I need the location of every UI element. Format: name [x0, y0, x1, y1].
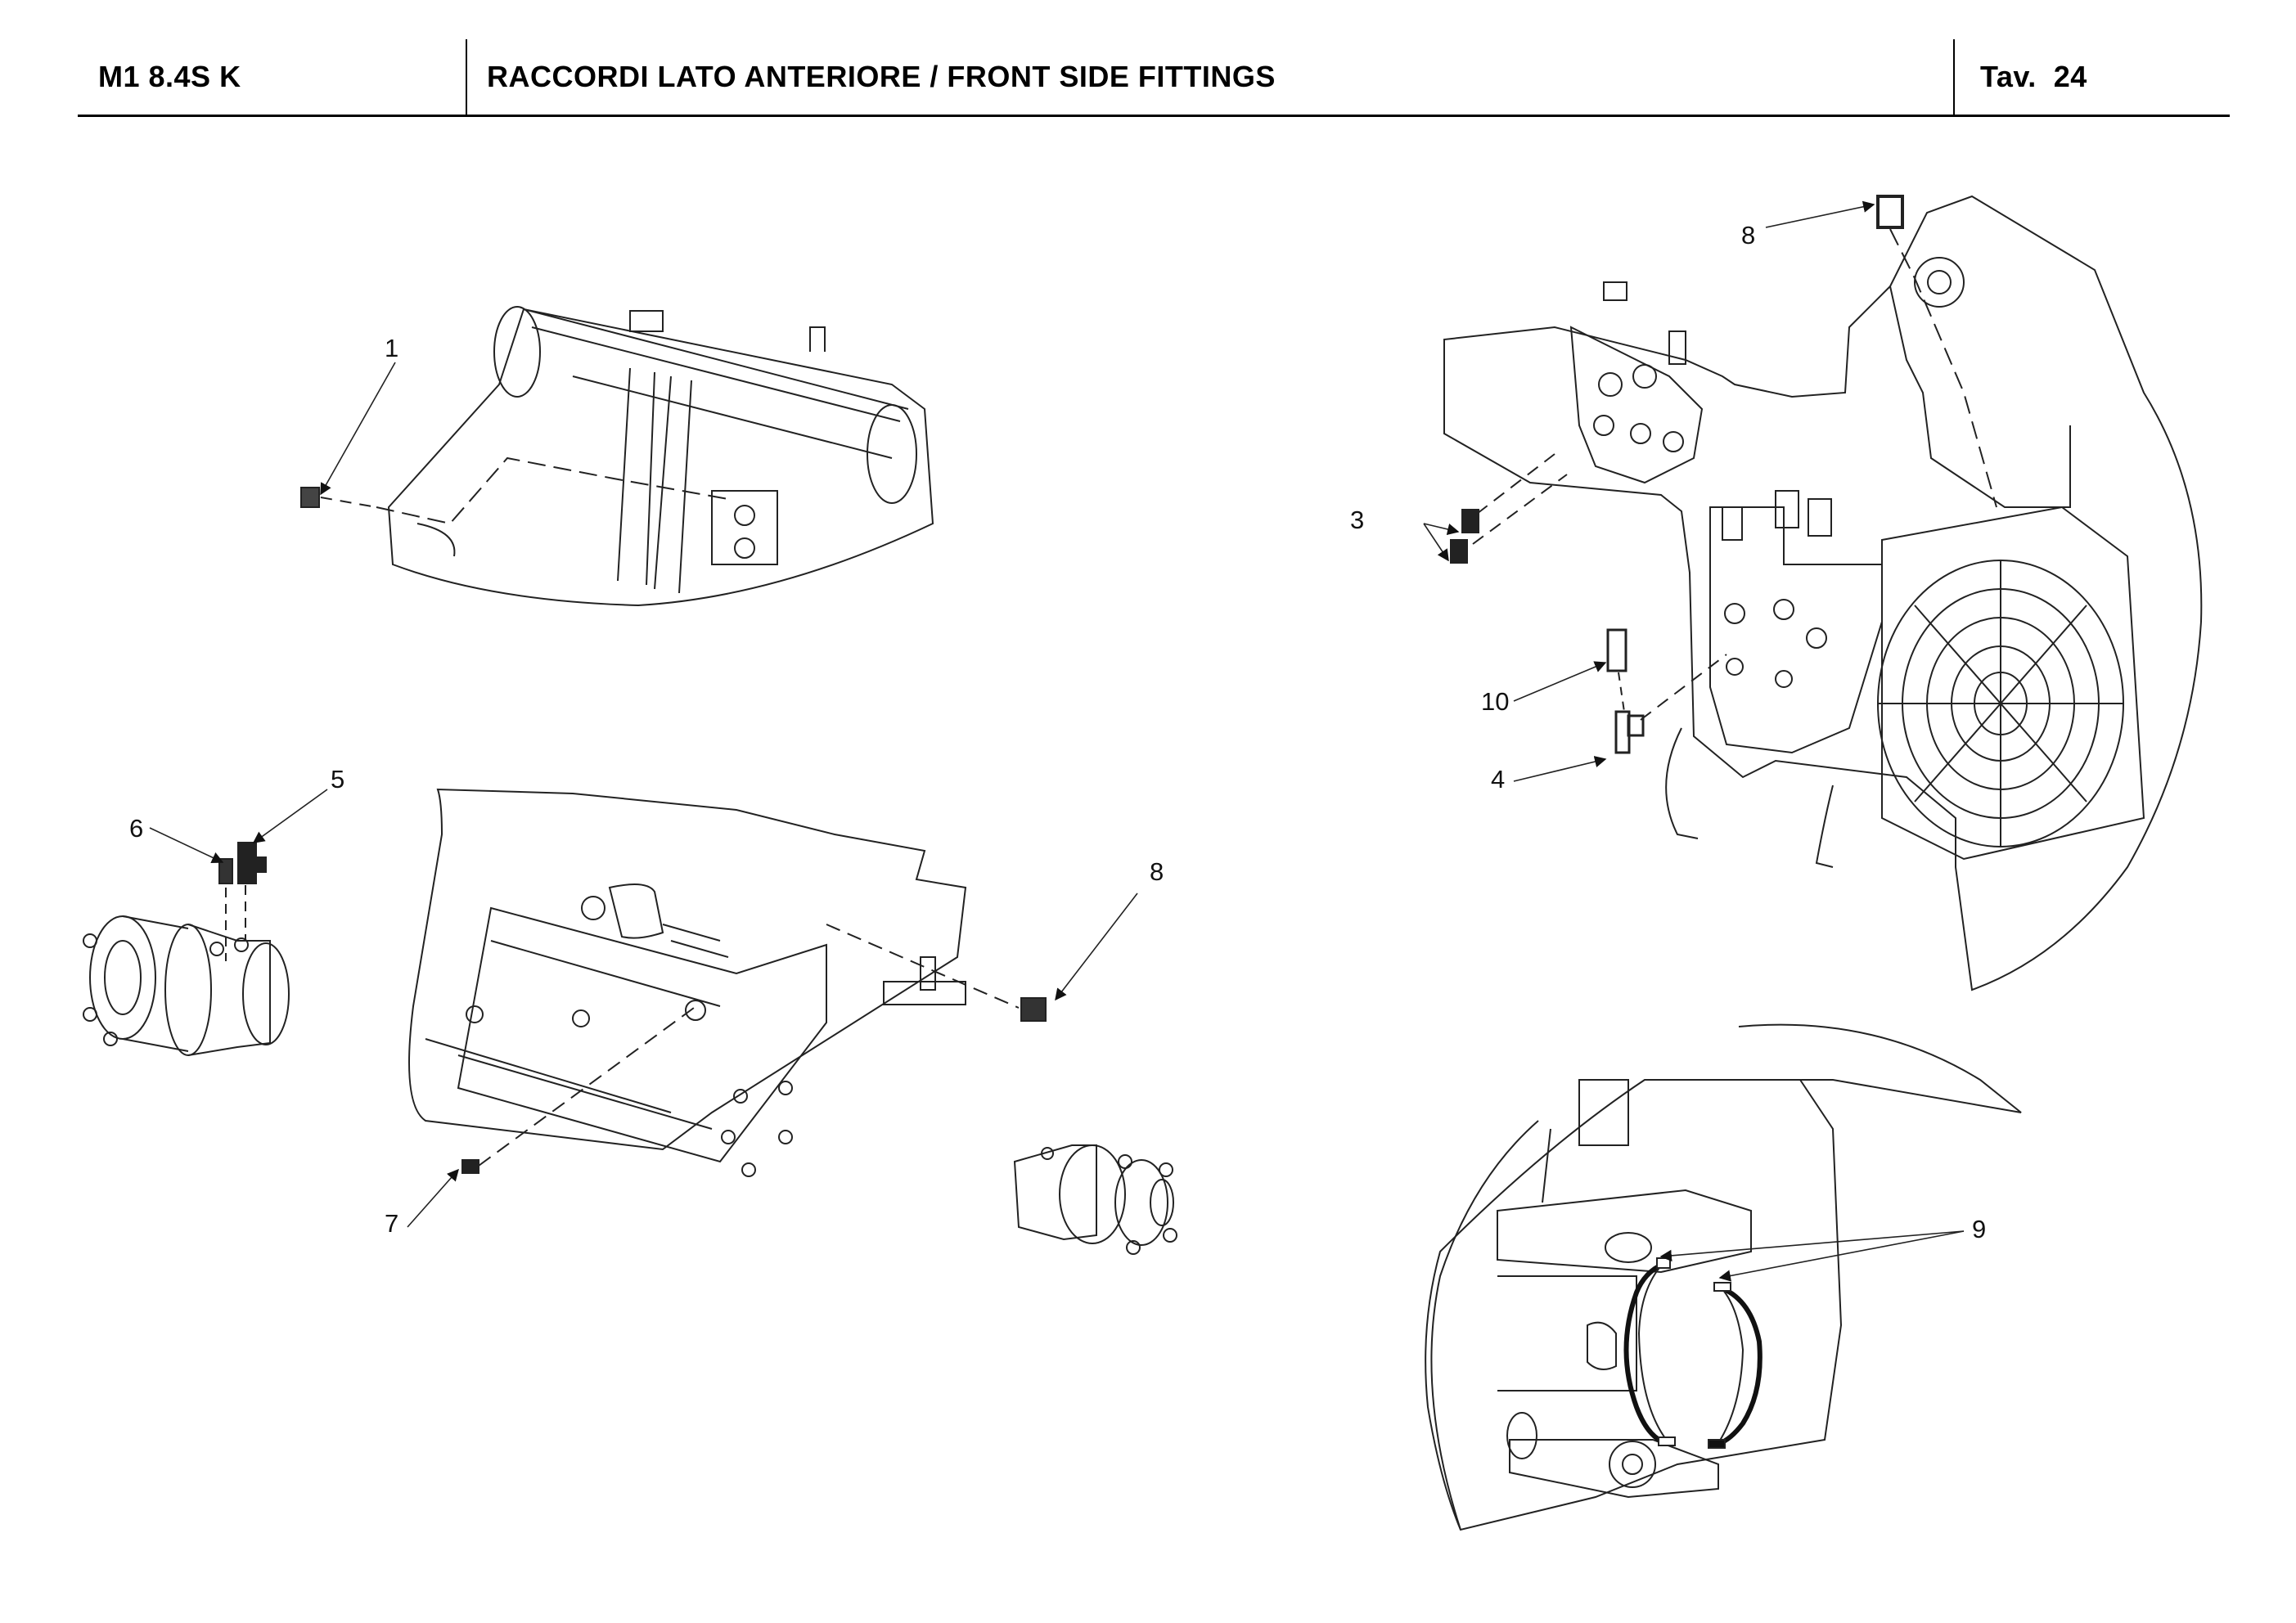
wheel-motor-view: [1013, 1144, 1177, 1255]
header-divider: [1953, 39, 1955, 115]
leader-3b: [1423, 523, 1449, 562]
hose-clamps-part-9: [1623, 1257, 1763, 1449]
fitting-parts-5-6: [218, 842, 267, 961]
callout-3: 3: [1350, 506, 1365, 534]
callout-5: 5: [331, 765, 345, 794]
callout-1: 1: [385, 334, 399, 362]
valve-block-fan-view: [1443, 195, 2203, 991]
articulation-joint-view: [1425, 1023, 2022, 1531]
header-divider: [466, 39, 467, 115]
leader-9a: [1659, 1230, 1965, 1262]
table-label: Tav.: [1980, 60, 2037, 93]
callout-8-valve: 8: [1741, 221, 1756, 250]
leader-7: [407, 1168, 459, 1228]
fitting-part-1: [300, 456, 729, 525]
callout-10: 10: [1481, 687, 1510, 716]
leader-1: [320, 362, 396, 496]
callout-9: 9: [1972, 1215, 1987, 1243]
callout-8-chassis: 8: [1150, 857, 1164, 886]
leader-8b: [1765, 200, 1875, 228]
wheel-motor-detail-view: [83, 915, 290, 1056]
table-number-value: 24: [2053, 60, 2087, 93]
page-title: RACCORDI LATO ANTERIORE / FRONT SIDE FIT…: [487, 60, 1276, 93]
leader-9b: [1718, 1230, 1965, 1282]
page-header: M1 8.4S K RACCORDI LATO ANTERIORE / FRON…: [78, 39, 2230, 117]
front-axle-frame-view: [387, 306, 934, 607]
callout-7: 7: [385, 1209, 399, 1238]
model-code: M1 8.4S K: [98, 60, 241, 93]
leader-5: [252, 789, 328, 843]
leader-6: [149, 827, 224, 863]
leader-4: [1513, 756, 1607, 782]
leader-3a: [1423, 523, 1460, 536]
table-number: Tav. 24: [1980, 39, 2087, 115]
callout-6: 6: [129, 814, 144, 843]
leader-10: [1513, 661, 1607, 702]
callout-leaders: [149, 200, 1965, 1282]
leader-8a: [1055, 892, 1138, 1001]
fitting-parts-7-8-chassis: [461, 924, 1047, 1174]
fitting-parts-3-4-8-10: [1450, 195, 1997, 754]
front-chassis-tank-view: [408, 788, 967, 1177]
callout-4: 4: [1491, 765, 1506, 794]
